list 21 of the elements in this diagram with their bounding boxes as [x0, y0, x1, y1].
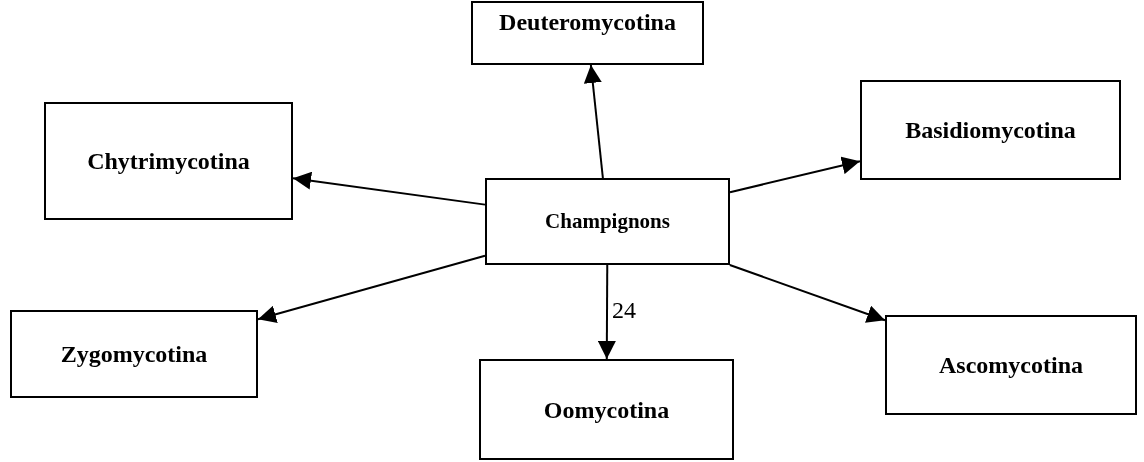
node-label: Deuteromycotina — [499, 8, 676, 37]
category-box — [10, 310, 258, 398]
node-label: Oomycotina — [543, 395, 670, 425]
page-number: 24 — [612, 298, 636, 322]
arrow — [597, 264, 616, 360]
category-box — [471, 1, 704, 65]
node-label: Chytrimycotina — [87, 147, 250, 176]
node-label: Ascomycotina — [939, 351, 1083, 380]
arrow — [583, 64, 604, 179]
arrow — [257, 254, 486, 324]
node-label: Champignons — [545, 208, 670, 235]
node-label: Zygomycotina — [60, 340, 208, 369]
category-box — [485, 178, 730, 265]
category-box — [44, 102, 293, 220]
arrow — [729, 156, 861, 194]
arrow — [292, 171, 486, 206]
arrow — [728, 264, 886, 323]
node-label: Basidiomycotina — [905, 116, 1076, 145]
category-box — [860, 80, 1121, 180]
category-box — [479, 359, 734, 460]
category-box — [885, 315, 1137, 415]
